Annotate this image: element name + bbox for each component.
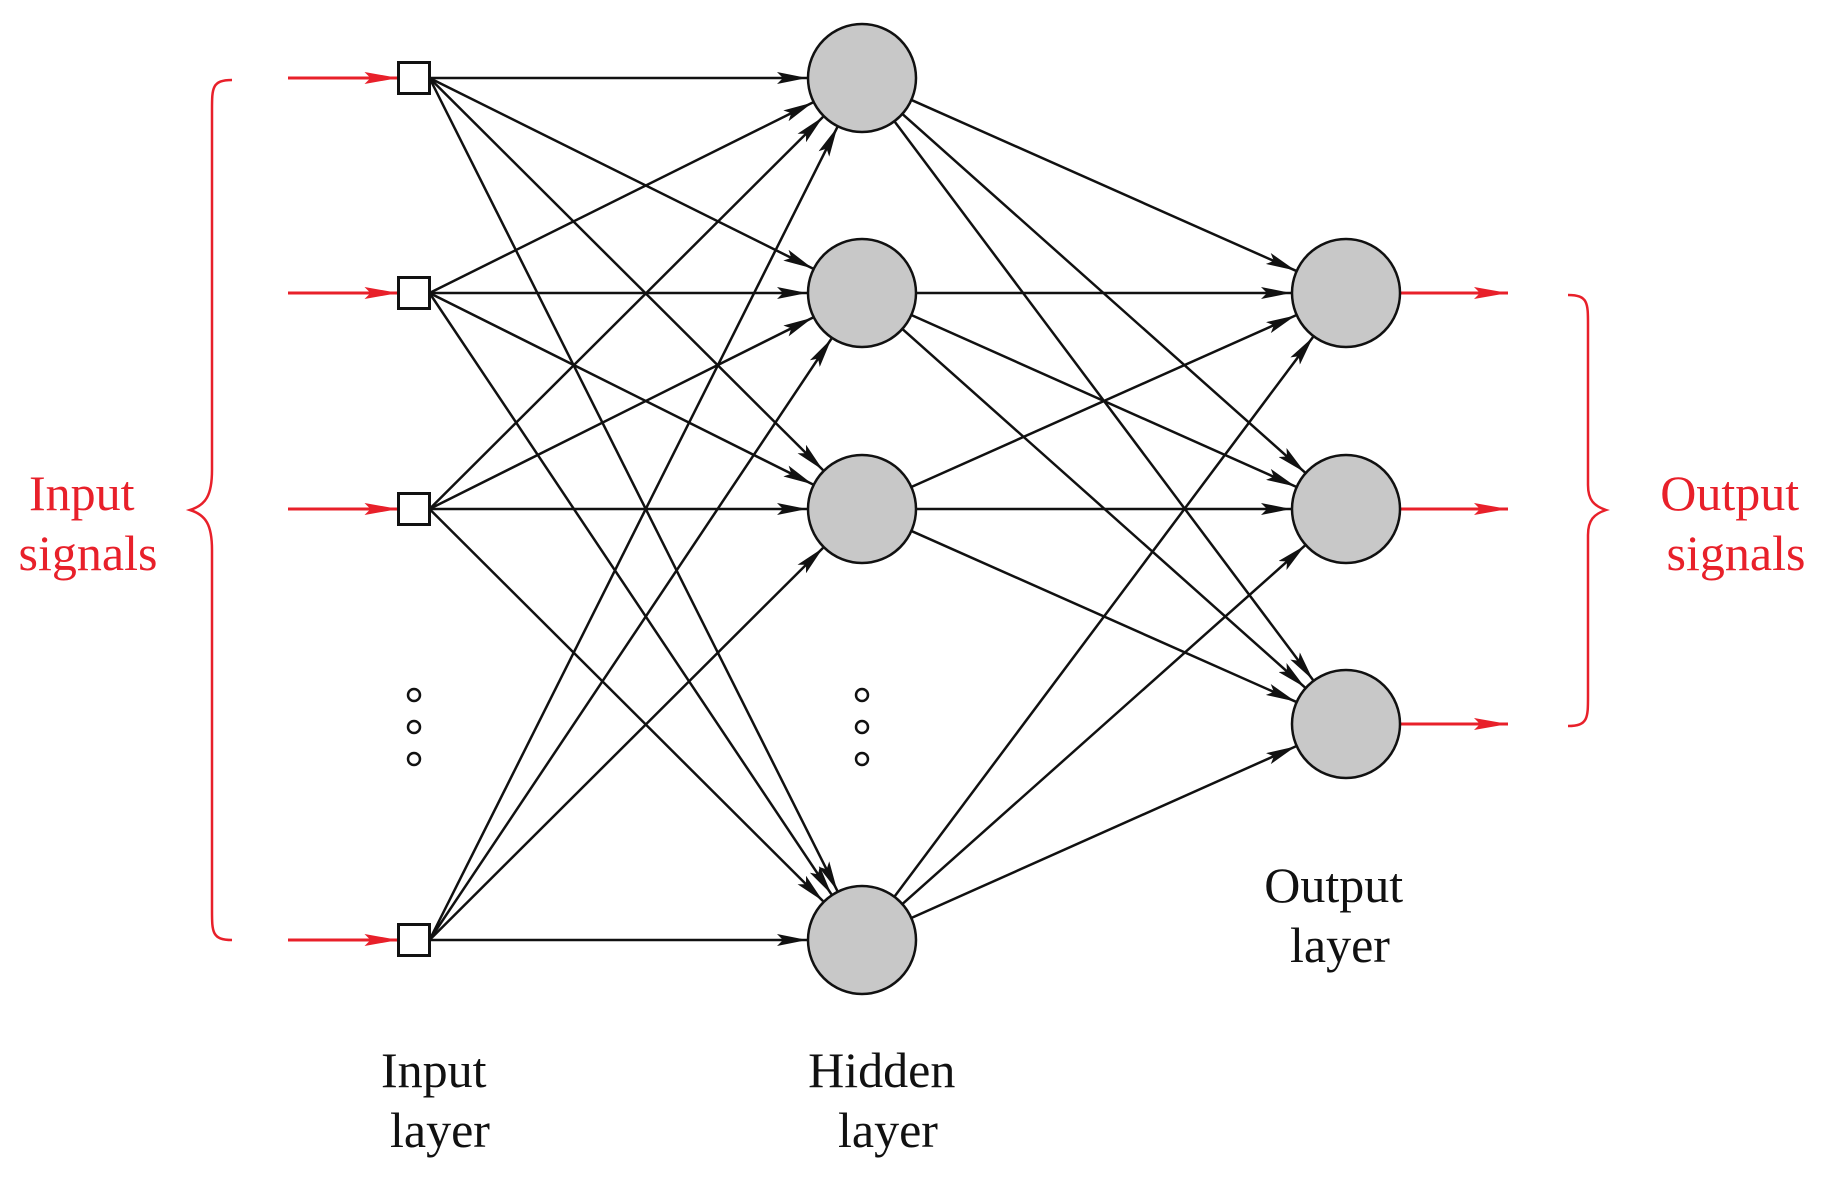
output-neuron <box>1290 453 1402 565</box>
input-node <box>397 61 431 95</box>
input-layer-label: Input layer <box>381 1042 499 1158</box>
input-layer-ellipsis-dot <box>406 687 422 703</box>
hidden-neuron <box>806 22 918 134</box>
output-signal-arrows <box>1400 287 1508 730</box>
hidden-layer-ellipsis-dot <box>854 751 870 767</box>
connection-input-1-hidden-3 <box>428 77 824 472</box>
hidden-neuron <box>806 453 918 565</box>
input-brace <box>185 78 233 942</box>
connection-input-4-hidden-2 <box>428 338 833 941</box>
input-signal-arrows <box>288 72 399 946</box>
connection-input-1-hidden-4 <box>428 77 839 892</box>
input-node <box>397 923 431 957</box>
connections <box>428 72 1315 946</box>
hidden-layer-nodes <box>806 22 918 996</box>
output-layer-label: Output layer <box>1264 857 1415 973</box>
input-layer-ellipsis-dot <box>406 751 422 767</box>
connection-input-2-hidden-1 <box>428 101 814 295</box>
input-node <box>397 276 431 310</box>
output-signals-label: Output signals <box>1660 465 1811 581</box>
hidden-neuron <box>806 884 918 996</box>
connection-input-4-hidden-3 <box>428 546 824 941</box>
connection-input-1-hidden-2 <box>428 76 814 270</box>
output-neuron <box>1290 237 1402 349</box>
hidden-layer-label: Hidden layer <box>808 1042 968 1158</box>
connection-input-3-hidden-4 <box>428 508 824 903</box>
connection-hidden-1-output-1 <box>910 98 1297 272</box>
connection-input-3-hidden-2 <box>428 316 814 511</box>
hidden-neuron <box>806 237 918 349</box>
connection-hidden-4-output-3 <box>910 745 1297 920</box>
hidden-layer-ellipsis-dot <box>854 719 870 735</box>
input-layer-ellipsis-dot <box>406 719 422 735</box>
input-layer-nodes <box>397 61 431 957</box>
connection-input-3-hidden-1 <box>428 115 824 510</box>
ellipsis-dots <box>406 687 870 767</box>
connection-hidden-4-output-2 <box>901 544 1306 906</box>
connection-input-2-hidden-3 <box>428 291 814 486</box>
output-brace <box>1567 293 1610 728</box>
hidden-layer-ellipsis-dot <box>854 687 870 703</box>
connection-hidden-3-output-1 <box>910 314 1297 489</box>
output-neuron <box>1290 668 1402 780</box>
output-layer-nodes <box>1290 237 1402 780</box>
connection-input-4-hidden-1 <box>428 126 839 941</box>
connection-input-2-hidden-4 <box>428 292 833 895</box>
input-signals-label: Input signals <box>19 465 158 581</box>
connection-hidden-4-output-1 <box>893 336 1315 898</box>
input-node <box>397 492 431 526</box>
